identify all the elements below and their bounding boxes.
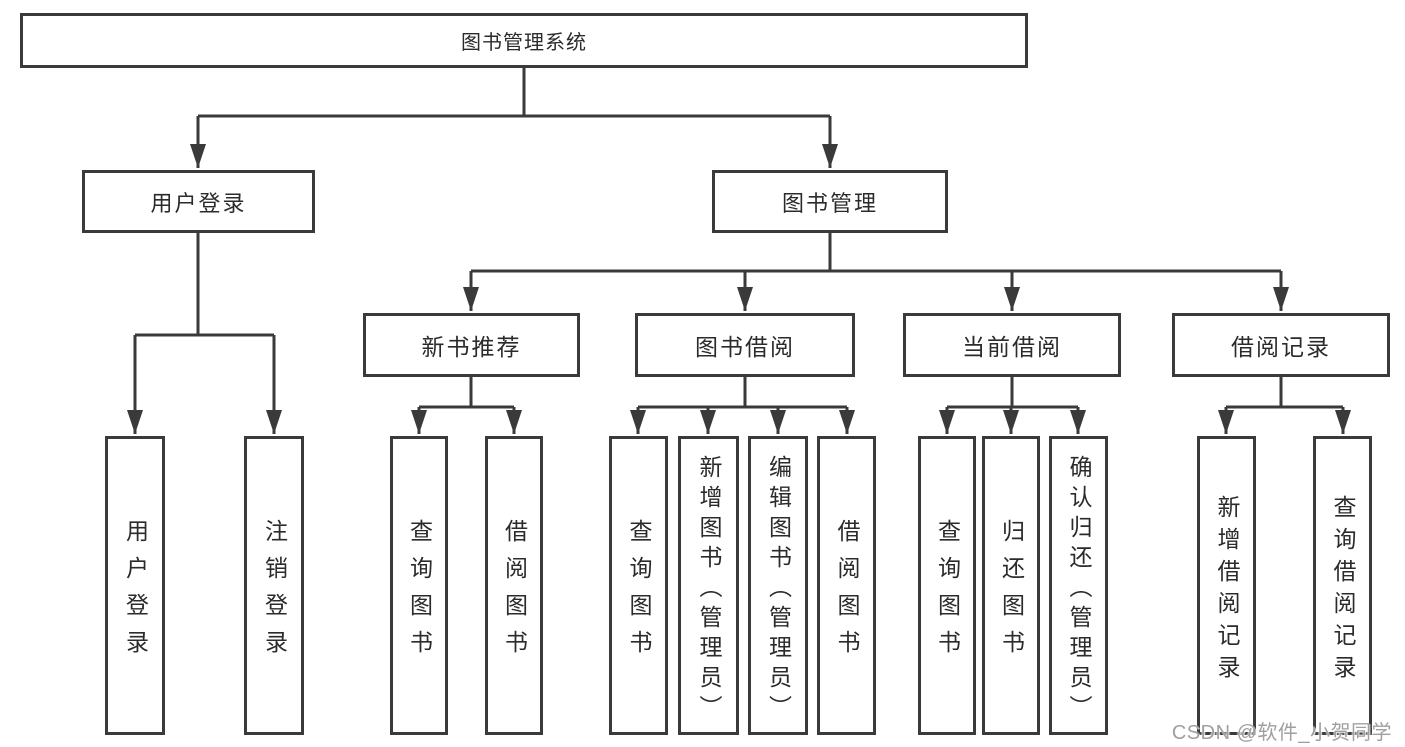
node-leaf-cb-confirm-return: 确认归还（管理员） <box>1049 436 1108 735</box>
edge-group <box>127 68 1351 434</box>
node-leaf-user-login: 用户登录 <box>105 436 165 735</box>
node-leaf-bb-query-book: 查询图书 <box>609 436 668 735</box>
node-book-mgmt-label: 图书管理 <box>781 190 878 216</box>
node-book-borrow-label: 图书借阅 <box>695 334 795 360</box>
node-leaf-bb-edit-book: 编辑图书（管理员） <box>748 436 808 735</box>
node-leaf-cb-return-book-label: 归还图书 <box>998 518 1025 667</box>
node-current-borrow: 当前借阅 <box>903 313 1121 377</box>
node-leaf-bb-borrow-book-label: 借阅图书 <box>834 518 860 667</box>
node-leaf-nbr-query-book: 查询图书 <box>390 436 448 735</box>
node-leaf-logout: 注销登录 <box>244 436 304 735</box>
node-book-borrow: 图书借阅 <box>635 313 855 377</box>
node-leaf-bb-edit-book-label: 编辑图书（管理员） <box>765 454 792 725</box>
node-leaf-bb-add-book: 新增图书（管理员） <box>678 436 739 735</box>
node-new-book-rec-label: 新书推荐 <box>421 334 522 360</box>
node-leaf-cb-return-book: 归还图书 <box>982 436 1040 735</box>
watermark: CSDN @软件_小贺同学 <box>1171 722 1392 744</box>
node-leaf-br-add-record-label: 新增借阅记录 <box>1214 494 1240 687</box>
node-leaf-bb-borrow-book: 借阅图书 <box>817 436 876 735</box>
node-leaf-bb-add-book-label: 新增图书（管理员） <box>696 454 722 725</box>
node-leaf-cb-query-book-label: 查询图书 <box>934 518 961 667</box>
node-library-system-label: 图书管理系统 <box>461 32 587 54</box>
node-leaf-br-query-record: 查询借阅记录 <box>1313 436 1372 735</box>
node-current-borrow-label: 当前借阅 <box>962 334 1062 360</box>
node-leaf-cb-query-book: 查询图书 <box>918 436 976 735</box>
node-leaf-user-login-label: 用户登录 <box>122 518 149 667</box>
node-leaf-nbr-borrow-book-label: 借阅图书 <box>501 518 528 667</box>
node-leaf-logout-label: 注销登录 <box>261 518 288 667</box>
node-book-mgmt: 图书管理 <box>712 170 948 233</box>
node-user-login: 用户登录 <box>82 170 315 233</box>
node-leaf-bb-query-book-label: 查询图书 <box>626 518 652 667</box>
node-user-login-label: 用户登录 <box>150 190 247 216</box>
node-new-book-rec: 新书推荐 <box>363 313 580 377</box>
node-leaf-cb-confirm-return-label: 确认归还（管理员） <box>1066 454 1092 725</box>
node-leaf-nbr-borrow-book: 借阅图书 <box>485 436 543 735</box>
node-leaf-nbr-query-book-label: 查询图书 <box>406 518 433 667</box>
node-borrow-records: 借阅记录 <box>1172 313 1390 377</box>
node-leaf-br-query-record-label: 查询借阅记录 <box>1330 494 1356 687</box>
node-library-system: 图书管理系统 <box>20 13 1028 68</box>
node-borrow-records-label: 借阅记录 <box>1231 334 1331 360</box>
node-leaf-br-add-record: 新增借阅记录 <box>1197 436 1256 735</box>
